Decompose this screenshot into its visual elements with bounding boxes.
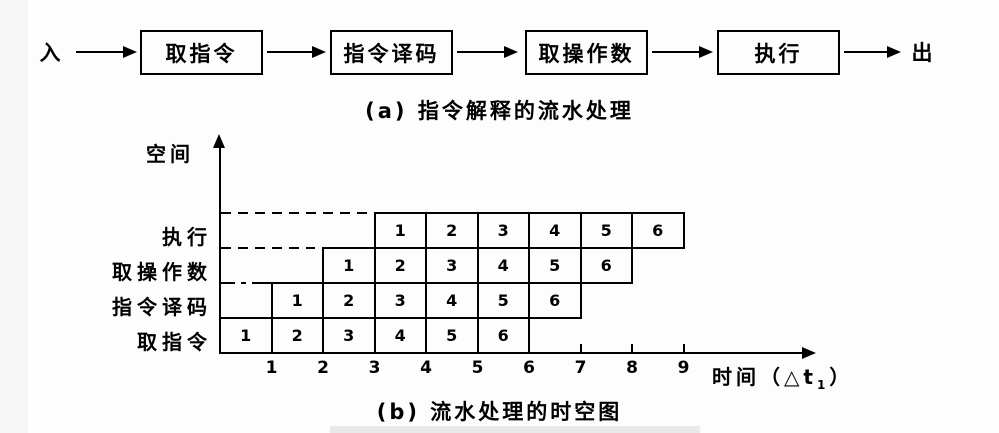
y-axis-label: 空间	[146, 142, 194, 166]
pipeline-cell: 6	[476, 317, 530, 354]
row-label-fetch-operand: 取操作数	[112, 260, 212, 284]
pipeline-cell: 6	[579, 247, 633, 284]
bottom-artifact-band	[330, 426, 700, 433]
flow-stage-box-decode: 指令译码	[330, 30, 453, 75]
x-tick-label: 9	[677, 358, 690, 378]
x-axis-tick	[631, 344, 633, 352]
x-tick-label: 4	[420, 358, 432, 378]
flow-arrow-line	[267, 51, 313, 53]
flow-arrow-line	[652, 51, 700, 53]
flow-arrowhead-icon	[312, 46, 326, 58]
pipeline-cell: 1	[270, 282, 324, 319]
pipeline-cell: 2	[373, 247, 427, 284]
pipeline-cell: 5	[579, 212, 633, 249]
y-axis-arrowhead-icon	[213, 134, 225, 148]
pipeline-cell: 5	[425, 317, 479, 354]
flow-stage-box-fetch-operand: 取操作数	[525, 30, 648, 75]
flow-arrow-line	[844, 51, 888, 53]
flow-stage-label: 执行	[754, 41, 803, 66]
pipeline-cell: 5	[528, 247, 582, 284]
x-tick-label: 3	[368, 358, 381, 378]
pipeline-cell: 3	[476, 212, 530, 249]
pipeline-cell: 1	[219, 317, 273, 354]
flow-arrowhead-icon	[504, 46, 518, 58]
x-axis-arrowhead-icon	[802, 347, 816, 359]
x-axis-tick	[579, 344, 582, 352]
x-axis-tick	[682, 344, 685, 352]
flow-stage-label: 取操作数	[538, 41, 635, 66]
spacetime-caption: (b) 流水处理的时空图	[376, 400, 623, 424]
flow-arrowhead-icon	[123, 46, 137, 58]
pipeline-cell: 2	[425, 212, 479, 249]
dashed-guide-line	[221, 247, 315, 249]
x-axis-label: 时间（△t1）	[712, 361, 853, 392]
x-axis-label-suffix: ）	[829, 365, 854, 389]
pipeline-cell: 4	[373, 317, 427, 354]
pipeline-cell: 6	[528, 282, 582, 319]
pipeline-cell: 4	[425, 282, 479, 319]
flow-input-label: 入	[39, 41, 63, 65]
flow-arrowhead-icon	[887, 46, 901, 58]
x-axis-label-prefix: 时间（△t	[712, 365, 817, 389]
flow-stage-label: 取指令	[165, 41, 238, 66]
flow-stage-box-execute: 执行	[717, 30, 840, 75]
x-tick-label: 6	[523, 358, 535, 378]
x-tick-label: 7	[574, 358, 587, 378]
pipeline-cell: 4	[528, 212, 582, 249]
pipeline-cell: 3	[373, 282, 427, 319]
x-tick-label: 2	[317, 358, 329, 378]
flow-stage-box-fetch-instruction: 取指令	[140, 30, 263, 75]
flow-arrow-line	[457, 51, 505, 53]
pipeline-cell: 6	[631, 212, 685, 249]
row-label-decode: 指令译码	[112, 295, 212, 319]
row-label-execute: 执行	[162, 225, 212, 249]
pipeline-cell: 2	[322, 282, 376, 319]
x-tick-label: 8	[626, 358, 638, 378]
flow-arrowhead-icon	[699, 46, 713, 58]
pipeline-cell: 1	[322, 247, 376, 284]
pipeline-cell: 5	[476, 282, 530, 319]
y-axis-line	[219, 146, 221, 354]
pipeline-cell: 3	[322, 317, 376, 354]
x-tick-label: 5	[471, 358, 484, 378]
pipeline-cell: 3	[425, 247, 479, 284]
flow-output-label: 出	[911, 41, 935, 65]
pipeline-cell: 2	[270, 317, 324, 354]
pipeline-cell: 1	[373, 212, 427, 249]
flow-stage-label: 指令译码	[343, 41, 440, 66]
dashed-guide-line	[221, 212, 373, 214]
x-axis-label-subscript: 1	[816, 378, 830, 392]
left-edge-band	[0, 0, 28, 433]
dash-dot-guide-line	[221, 282, 271, 284]
row-label-fetch-instruction: 取指令	[137, 330, 212, 354]
flow-arrow-line	[76, 51, 124, 53]
pipeline-cell: 4	[476, 247, 530, 284]
x-tick-label: 1	[265, 358, 278, 378]
flow-caption: (a) 指令解释的流水处理	[365, 99, 634, 123]
